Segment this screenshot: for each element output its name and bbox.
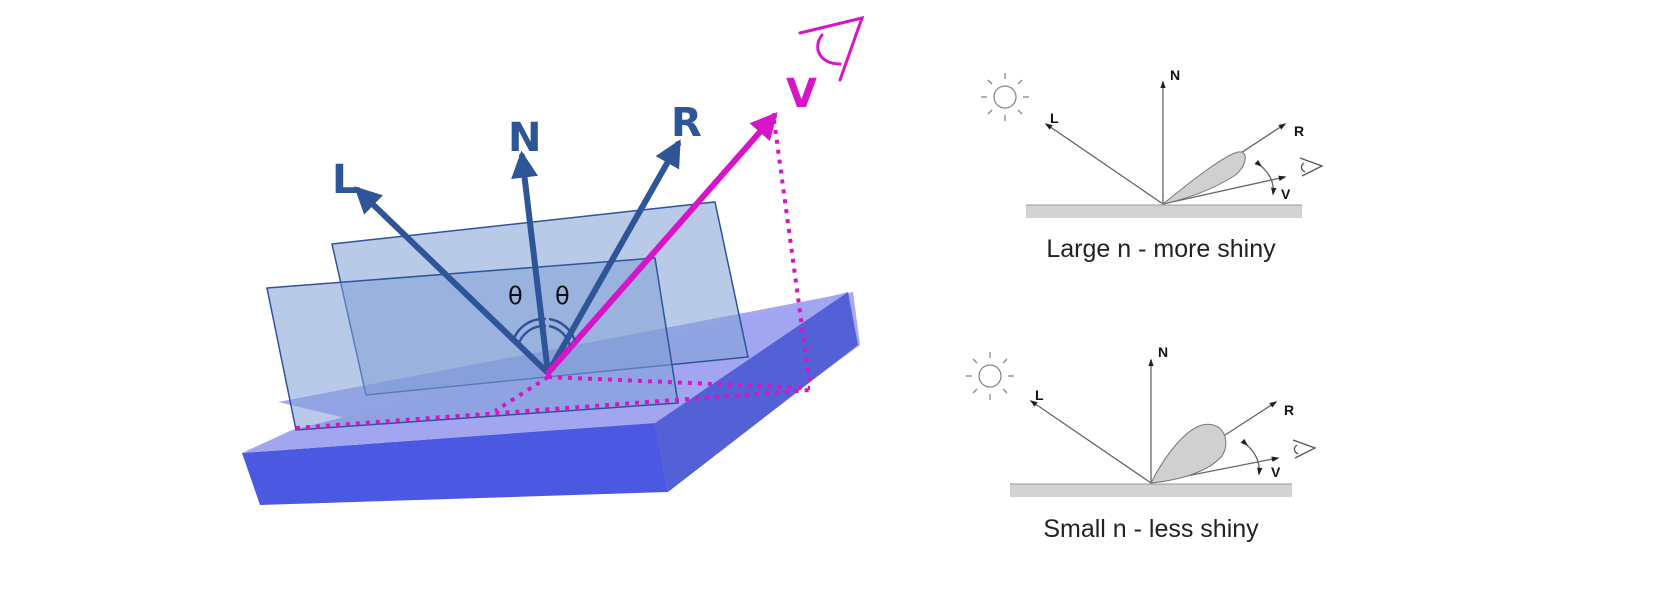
bottom-specular-lobe (1150, 423, 1227, 484)
bottom-angle-arc (1240, 438, 1263, 476)
theta-left-label: θ (508, 282, 523, 310)
bottom-surface (1010, 484, 1292, 497)
bottom-caption: Small n - less shiny (1043, 515, 1259, 543)
top-surface (1026, 205, 1302, 218)
r-vector-arrow (545, 139, 681, 376)
top-eye-icon (1299, 157, 1324, 177)
top-n-label: N (1170, 67, 1180, 83)
v-base-line (547, 375, 811, 390)
front-plane (266, 257, 679, 431)
top-l-arrow (1044, 123, 1164, 205)
bottom-l-label: L (1035, 387, 1044, 403)
top-l-label: L (1050, 110, 1059, 126)
bottom-l-arrow (1029, 400, 1152, 484)
bottom-panel: L N R V Small n - less shiny (966, 344, 1317, 543)
bottom-eye-icon (1292, 439, 1317, 459)
v-label: V (786, 71, 817, 117)
bottom-v-label: V (1271, 464, 1281, 480)
projection-dotted-lines (295, 119, 812, 430)
top-specular-lobe (1162, 151, 1246, 205)
n-vector-arrow (511, 150, 551, 376)
slab-front-face (242, 423, 668, 505)
tangent-planes (266, 201, 749, 431)
top-v-label: V (1281, 186, 1291, 202)
projection-line (493, 375, 550, 413)
v-drop-line (772, 119, 812, 387)
bottom-sun-icon (966, 352, 1014, 400)
l-vector-arrow (354, 186, 551, 376)
v-vector-arrow (545, 111, 778, 376)
top-r-label: R (1294, 123, 1304, 139)
top-angle-arc (1254, 159, 1277, 196)
bottom-n-label: N (1158, 344, 1168, 360)
main-vectors (354, 111, 778, 376)
l-label: L (332, 157, 358, 203)
r-label: R (671, 100, 702, 146)
viewer-eye-icon (798, 15, 865, 82)
theta-arcs (511, 317, 577, 347)
top-panel: L N R V Large n - more shiny (981, 67, 1324, 263)
top-sun-icon (981, 73, 1029, 121)
top-caption: Large n - more shiny (1046, 235, 1276, 263)
n-label: N (508, 115, 541, 161)
bottom-r-label: R (1284, 402, 1294, 418)
theta-right-label: θ (555, 282, 570, 310)
